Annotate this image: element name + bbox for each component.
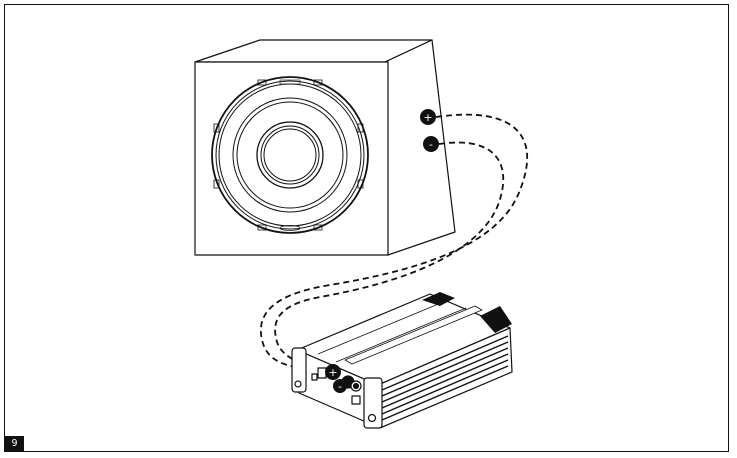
amp-terminal-minus-label: - bbox=[338, 380, 342, 393]
amplifier-terminal-plus: + bbox=[325, 364, 341, 380]
figure-frame bbox=[4, 4, 729, 452]
subwoofer-terminal-plus: + bbox=[420, 109, 436, 125]
amp-terminal-plus-label: + bbox=[328, 366, 337, 379]
amplifier-icon bbox=[291, 292, 513, 429]
wire-negative bbox=[274, 141, 505, 379]
amplifier-terminal-minus: - bbox=[333, 379, 347, 393]
terminal-minus-label: - bbox=[429, 138, 433, 151]
page-number-badge: 9 bbox=[5, 436, 24, 452]
subwoofer-terminal-minus: - bbox=[423, 136, 439, 152]
speaker-wire-icon bbox=[259, 113, 529, 379]
subwoofer-front-face bbox=[194, 61, 389, 256]
wire-positive bbox=[259, 113, 529, 373]
subwoofer-side-face bbox=[384, 39, 456, 256]
speaker-driver-icon bbox=[211, 76, 369, 234]
terminal-plus-label: + bbox=[423, 111, 432, 124]
subwoofer-box bbox=[194, 39, 456, 256]
